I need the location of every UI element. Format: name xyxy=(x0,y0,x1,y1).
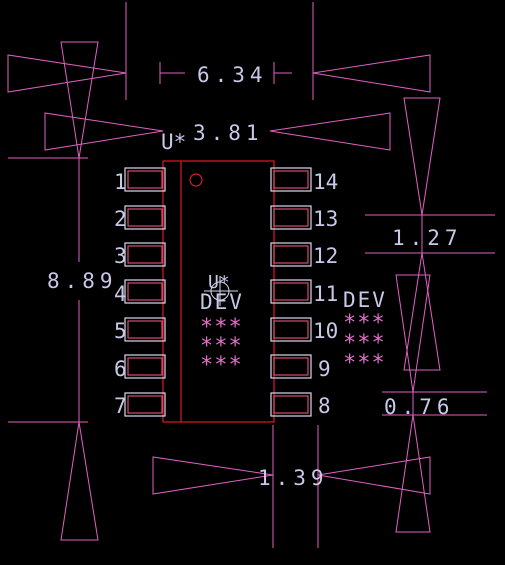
pin-label-12: 12 xyxy=(313,244,338,268)
pin-label-5: 5 xyxy=(114,319,127,343)
dev-center-label: DEV xyxy=(200,290,244,314)
pad-7[interactable] xyxy=(124,392,166,417)
pin-label-6: 6 xyxy=(114,357,127,381)
stars-center-2: *** xyxy=(200,334,243,359)
pin-label-9: 9 xyxy=(318,357,331,381)
pad-13[interactable] xyxy=(270,205,312,230)
dim-width-top: 6.34 xyxy=(197,63,268,87)
pad-12[interactable] xyxy=(270,242,312,267)
pad-11[interactable] xyxy=(270,279,312,304)
dim-pad-width: 0.76 xyxy=(384,395,455,419)
dimension-lines xyxy=(7,2,495,548)
pad-2[interactable] xyxy=(124,205,166,230)
pad-4[interactable] xyxy=(124,279,166,304)
pad-9[interactable] xyxy=(270,354,312,379)
stars-right-2: *** xyxy=(343,331,386,356)
pad-14[interactable] xyxy=(270,167,312,192)
pad-10[interactable] xyxy=(270,317,312,342)
stars-center-3: *** xyxy=(200,353,243,378)
pin-label-14: 14 xyxy=(313,170,338,194)
refdes-center-label: U* xyxy=(208,272,230,293)
pin-label-10: 10 xyxy=(313,319,338,343)
dim-height: 8.89 xyxy=(47,269,118,293)
pad-8[interactable] xyxy=(270,392,312,417)
refdes-top-label: U* xyxy=(161,130,186,154)
pads-right xyxy=(270,167,312,417)
dim-width-inner: 3.81 xyxy=(193,121,264,145)
pad-5[interactable] xyxy=(124,317,166,342)
pin-numbers-left: 1 2 3 4 5 6 7 xyxy=(114,170,127,418)
pin-label-1: 1 xyxy=(114,170,127,194)
dim-pad-length: 1.39 xyxy=(258,466,329,490)
pin-label-7: 7 xyxy=(114,394,127,418)
origin-crosshair-icon xyxy=(204,276,238,306)
stars-right-1: *** xyxy=(343,311,386,336)
pad-3[interactable] xyxy=(124,242,166,267)
pad-6[interactable] xyxy=(124,354,166,379)
pin-label-2: 2 xyxy=(114,207,127,231)
dim-pitch: 1.27 xyxy=(392,226,463,250)
pin1-marker xyxy=(189,173,203,187)
dev-right-label: DEV xyxy=(343,288,387,312)
stars-right-3: *** xyxy=(343,351,386,376)
pin-label-13: 13 xyxy=(313,207,338,231)
pad-1[interactable] xyxy=(124,167,166,192)
pin-label-4: 4 xyxy=(114,282,127,306)
pin-label-11: 11 xyxy=(313,282,338,306)
pin-label-8: 8 xyxy=(318,394,331,418)
pin-label-3: 3 xyxy=(114,244,127,268)
stars-center-1: *** xyxy=(200,315,243,340)
pads-left xyxy=(124,167,166,417)
pin-numbers-right: 14 13 12 11 10 9 8 xyxy=(313,170,338,418)
